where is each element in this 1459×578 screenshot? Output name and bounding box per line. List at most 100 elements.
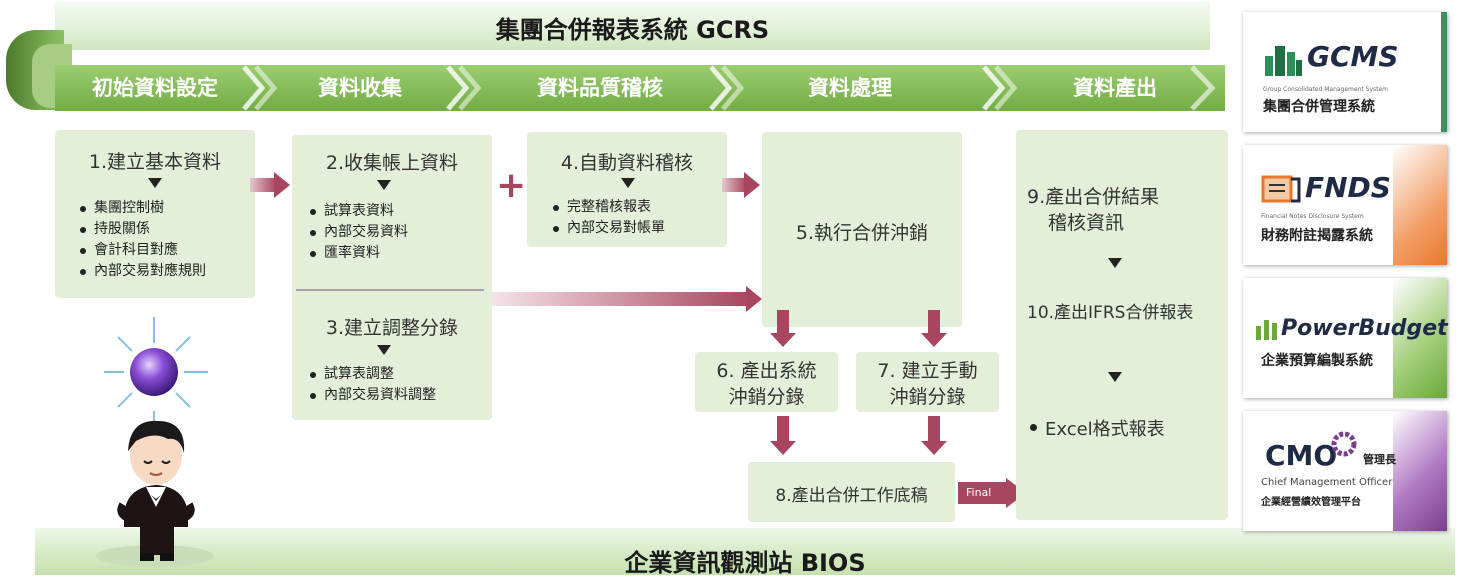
step-2-3-box [292,135,492,420]
chevron-arrow-icon [709,65,745,111]
list-item: 內部交易對帳單 [553,218,665,239]
fnds-chinese-name: 財務附註揭露系統 [1261,228,1373,244]
card-accent [1393,411,1447,531]
flow-arrow-shaft [492,292,748,306]
list-item: 試算表調整 [310,364,436,385]
step-6-line1: 6. 產出系統 [716,360,817,382]
list-item: 內部交易資料 [310,222,408,243]
output-item-9-line1: 9.產出合併結果 [1027,186,1160,208]
chevron-arrow-icon [1190,65,1216,111]
step-5-box [762,132,962,327]
flow-arrow-head [921,333,947,347]
stage-data-output: 資料產出 [1073,76,1157,100]
gcms-card: GCMS Group Consolidated Management Syste… [1243,12,1447,132]
down-triangle-icon [377,345,391,355]
flow-arrow-head [921,441,947,455]
down-triangle-icon [621,178,635,188]
step-3-title: 3.建立調整分錄 [325,317,459,339]
down-triangle-icon [148,178,162,188]
down-triangle-icon [1108,258,1122,268]
cmo-card: CMO 管理長 Chief Management Officer 企業經營績效管… [1243,411,1447,531]
stage-quality-audit: 資料品質稽核 [537,76,663,100]
step-6-title: 6. 產出系統 沖銷分錄 [695,358,838,410]
gcms-name: GCMS [1307,40,1399,73]
page-title: 集團合併報表系統 GCRS [495,16,770,44]
step-2-list: 試算表資料 內部交易資料 匯率資料 [310,201,408,264]
list-item: 內部交易對應規則 [80,261,206,282]
step-4-title: 4.自動資料稽核 [560,152,694,174]
flow-arrow-shaft [777,310,789,334]
plus-sign: + [496,165,527,206]
step-6-line2: 沖銷分錄 [728,386,805,408]
flow-arrow-head [744,172,760,198]
flow-arrow-head [746,286,762,312]
list-item: 持股關係 [80,219,206,240]
cmo-chinese-name: 企業經營績效管理平台 [1261,497,1361,508]
step-1-list: 集團控制樹 持股關係 會計科目對應 內部交易對應規則 [80,198,206,282]
flow-arrow-head [770,441,796,455]
chevron-arrow-icon [446,65,482,111]
list-item: 集團控制樹 [80,198,206,219]
card-accent [1393,278,1447,398]
cmo-name: CMO [1265,439,1338,472]
gear-icon [1331,431,1357,457]
bottom-banner [35,528,1455,575]
fnds-card: FNDS Financial Notes Disclosure System 財… [1243,145,1447,265]
step-7-line2: 沖銷分錄 [889,386,966,408]
cmo-subtitle: Chief Management Officer [1261,477,1393,488]
flow-arrow-shaft [928,310,940,334]
fnds-name: FNDS [1305,171,1391,204]
output-item-11: Excel格式報表 [1045,419,1165,440]
chevron-arrow-icon [982,65,1018,111]
flow-arrow-shaft [250,178,276,192]
chevron-arrow-icon [242,65,278,111]
flow-arrow-shaft [928,416,940,442]
output-item-9-line2: 稽核資訊 [1048,212,1125,234]
thinking-person-icon [104,317,208,561]
flow-arrow-head [274,172,290,198]
cmo-badge: 管理長 [1363,453,1396,466]
down-triangle-icon [377,180,391,190]
top-banner [55,2,1210,50]
list-item: 匯率資料 [310,243,408,264]
final-label: Final [966,486,992,499]
step-7-line1: 7. 建立手動 [877,360,978,382]
stage-initial-setup: 初始資料設定 [92,76,218,100]
step-1-title: 1.建立基本資料 [88,151,222,173]
list-item: 內部交易資料調整 [310,385,436,406]
list-item: 試算表資料 [310,201,408,222]
powerbudget-card: PowerBudget 企業預算編製系統 [1243,278,1448,398]
divider [296,289,484,291]
step-2-title: 2.收集帳上資料 [325,152,459,174]
powerbudget-chinese-name: 企業預算編製系統 [1261,353,1373,369]
step-8-title: 8.產出合併工作底稿 [775,486,928,506]
flow-arrow-head [770,333,796,347]
stage-data-processing: 資料處理 [808,76,892,100]
bullet-icon [1030,424,1037,431]
step-3-list: 試算表調整 內部交易資料調整 [310,364,436,406]
flow-arrow-shaft [722,178,746,192]
step-5-title: 5.執行合併沖銷 [795,222,929,244]
powerbudget-name: PowerBudget [1281,316,1448,341]
step-4-box [527,132,727,247]
list-item: 完整稽核報表 [553,197,665,218]
buildings-icon [1265,46,1302,76]
document-icon [1261,175,1301,203]
bar-chart-icon [1256,320,1277,340]
gcms-chinese-name: 集團合併管理系統 [1263,99,1375,115]
step-7-box [856,352,999,412]
card-accent [1393,145,1447,265]
output-item-10: 10.產出IFRS合併報表 [1027,303,1194,323]
step-4-list: 完整稽核報表 內部交易對帳單 [553,197,665,239]
output-item-9: 9.產出合併結果 稽核資訊 [1027,184,1159,236]
list-item: 會計科目對應 [80,240,206,261]
output-box [1016,130,1228,520]
step-7-title: 7. 建立手動 沖銷分錄 [856,358,999,410]
card-accent [1243,12,1447,132]
stage-data-collection: 資料收集 [318,76,402,100]
step-1-box [55,130,255,298]
flow-arrow-shaft [777,416,789,442]
gcms-subtitle: Group Consolidated Management System [1263,86,1389,93]
final-arrow-shaft [958,482,1008,504]
down-triangle-icon [1108,372,1122,382]
